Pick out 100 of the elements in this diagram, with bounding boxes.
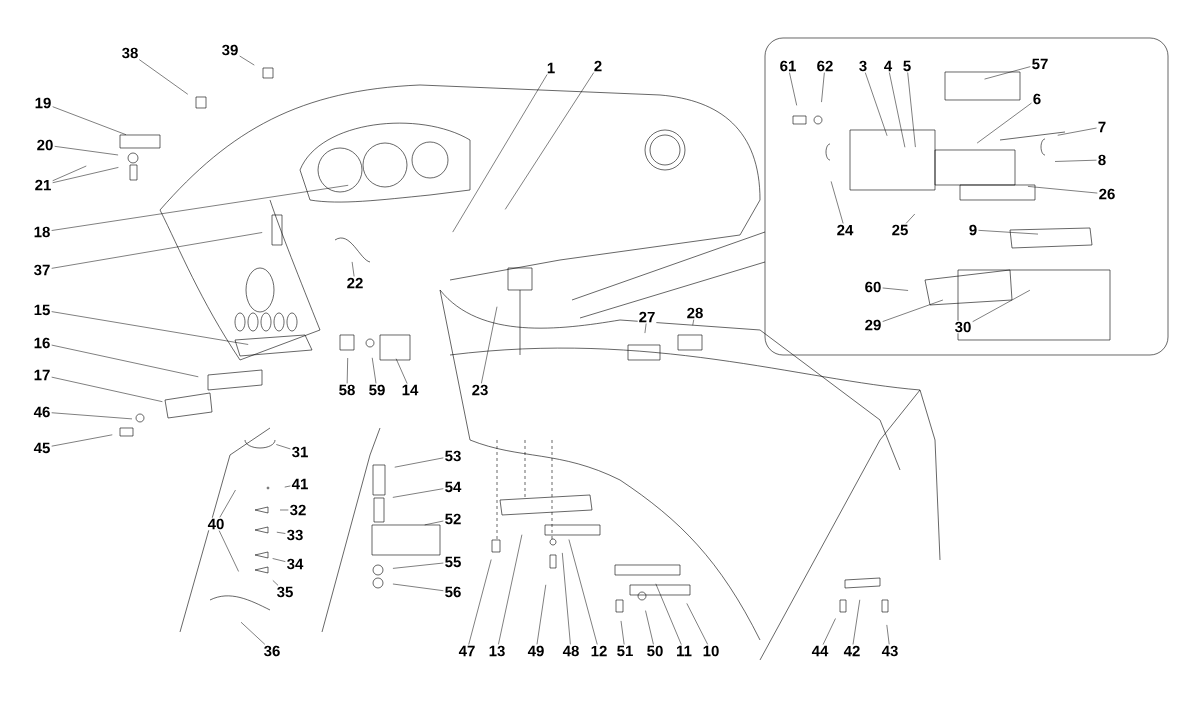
callout-number: 12 [589, 644, 609, 658]
callout-number: 33 [285, 528, 305, 542]
callout-number: 10 [701, 644, 721, 658]
leader-line [52, 167, 119, 183]
callout-number: 2 [592, 59, 604, 73]
leader-line [536, 584, 547, 645]
leader-line [978, 230, 1039, 235]
callout-number: 58 [337, 383, 357, 397]
callout-number: 24 [835, 223, 855, 237]
callout-number: 53 [443, 449, 463, 463]
leader-line [394, 457, 444, 468]
callout-number: 21 [33, 178, 53, 192]
leader-line [54, 146, 119, 156]
leader-line [821, 72, 825, 103]
leader-line [51, 311, 249, 345]
callout-number: 42 [842, 644, 862, 658]
callout-number: 8 [1096, 153, 1108, 167]
leader-line [346, 357, 348, 384]
callout-number: 48 [561, 644, 581, 658]
callout-number: 23 [470, 383, 490, 397]
leader-line [240, 621, 266, 645]
callout-number: 30 [953, 320, 973, 334]
leader-line [644, 323, 647, 334]
leader-line [51, 412, 133, 420]
leader-line [686, 603, 708, 645]
leader-line [424, 520, 444, 526]
leader-line [392, 562, 444, 569]
callout-number: 56 [443, 585, 463, 599]
leader-line [371, 357, 377, 384]
callout-number: 52 [443, 512, 463, 526]
callout-number: 38 [120, 46, 140, 60]
leader-line [239, 55, 255, 66]
callout-number: 6 [1031, 92, 1043, 106]
leader-line [481, 306, 498, 384]
leader-line [351, 261, 355, 277]
leader-line [620, 620, 625, 645]
leader-line [645, 610, 654, 645]
callout-number: 15 [32, 303, 52, 317]
leader-line [882, 287, 909, 291]
leader-line [52, 106, 127, 135]
leader-line [1054, 159, 1097, 162]
callout-number: 50 [645, 644, 665, 658]
callout-number: 40 [206, 517, 226, 531]
callout-number: 28 [685, 306, 705, 320]
callout-number: 29 [863, 318, 883, 332]
callout-number: 18 [32, 225, 52, 239]
leader-line [51, 434, 113, 447]
leader-line [976, 102, 1032, 144]
leader-line [468, 559, 492, 645]
callout-number: 20 [35, 138, 55, 152]
callout-number: 35 [275, 585, 295, 599]
callout-number: 62 [815, 59, 835, 73]
callout-number: 41 [290, 477, 310, 491]
callout-number: 13 [487, 644, 507, 658]
leader-line [1057, 127, 1097, 136]
leader-line [218, 530, 239, 572]
callout-number: 37 [32, 263, 52, 277]
leader-line [789, 72, 797, 106]
callout-number: 49 [526, 644, 546, 658]
leader-line [51, 185, 349, 231]
leader-line [822, 618, 836, 645]
leader-line [886, 624, 890, 645]
callout-number: 1 [545, 61, 557, 75]
leader-line [562, 552, 571, 645]
leader-line [139, 59, 189, 95]
leader-line [984, 66, 1031, 80]
leader-line [830, 181, 844, 224]
callout-number: 27 [637, 310, 657, 324]
callout-number: 22 [345, 276, 365, 290]
callout-number: 16 [32, 336, 52, 350]
leader-line [395, 358, 408, 384]
callout-number: 7 [1096, 120, 1108, 134]
leader-line [907, 72, 916, 148]
callout-number: 61 [778, 59, 798, 73]
leader-line [279, 509, 289, 511]
callout-number: 44 [810, 644, 830, 658]
callout-number: 4 [882, 59, 894, 73]
leader-line [504, 72, 595, 210]
callout-number: 25 [890, 223, 910, 237]
leader-line [498, 534, 523, 645]
leader-line [692, 319, 694, 326]
callout-number: 47 [457, 644, 477, 658]
leader-line [568, 539, 598, 645]
leader-line [882, 299, 944, 322]
callout-number: 54 [443, 480, 463, 494]
leader-line [219, 489, 236, 518]
leader-line [284, 485, 291, 488]
leader-line [852, 599, 861, 645]
leader-line [392, 488, 444, 498]
callout-number: 60 [863, 280, 883, 294]
callout-number: 17 [32, 368, 52, 382]
callout-number: 55 [443, 555, 463, 569]
callout-number: 9 [967, 223, 979, 237]
callout-number: 57 [1030, 57, 1050, 71]
callout-number: 32 [288, 503, 308, 517]
leader-line [272, 558, 286, 562]
callout-number: 34 [285, 557, 305, 571]
leader-line [972, 289, 1031, 322]
callout-number: 31 [290, 445, 310, 459]
callout-number: 3 [857, 59, 869, 73]
